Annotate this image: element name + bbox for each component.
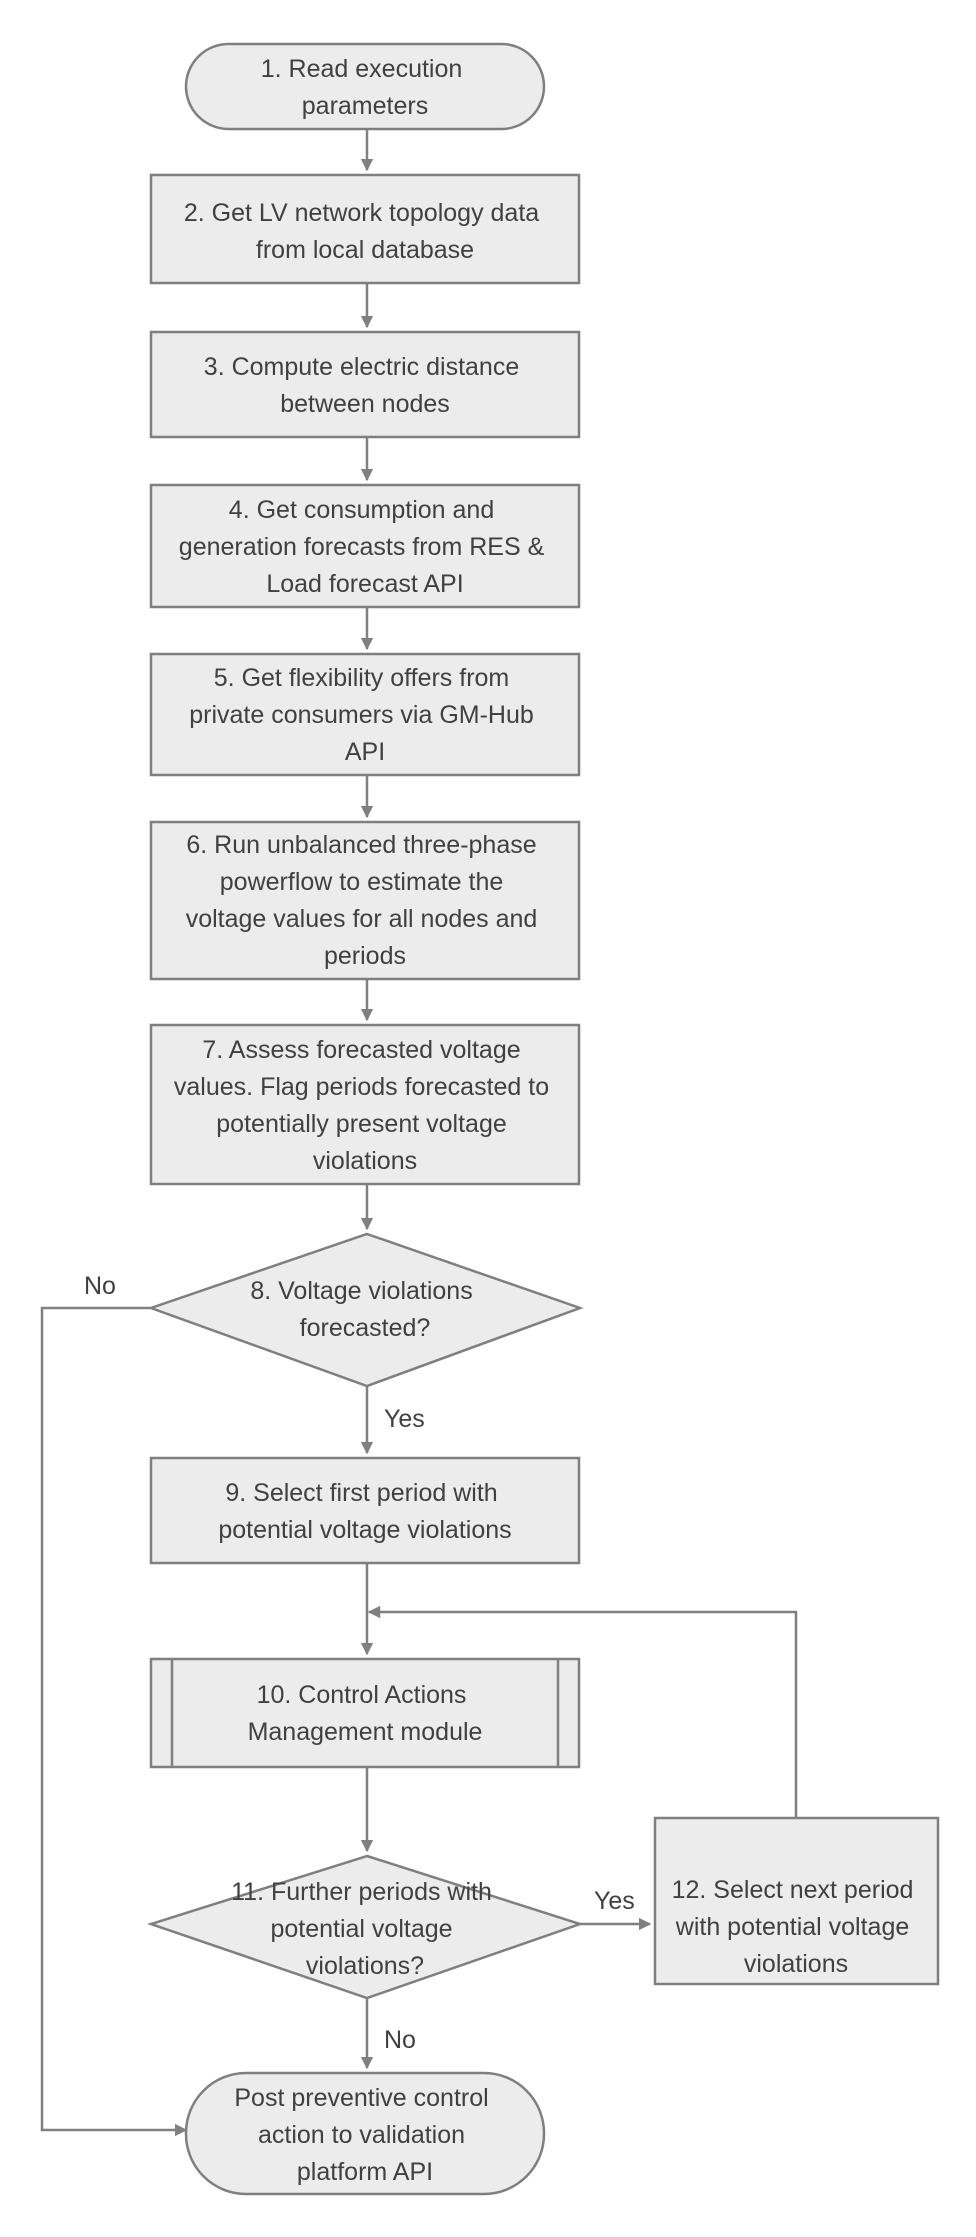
svg-text:10. Control Actions Mana: 10. Control Actions Management module xyxy=(248,1681,483,1746)
decision-8-violations-forecasted: 8. Voltage violations forecasted? xyxy=(147,1232,584,1388)
node-9-select-first-period: 9. Select first period with potential vo… xyxy=(149,1456,581,1565)
node-7-assess-voltage: 7. Assess forecasted voltage values. Fla… xyxy=(149,1023,581,1186)
label-d11-no: No xyxy=(384,2026,416,2054)
label-d8-yes: Yes xyxy=(384,1405,425,1433)
svg-text:8. Voltage violations fo: 8. Voltage violations forecasted? xyxy=(250,1277,479,1342)
node-12-select-next-period: 12. Select next period with potential vo… xyxy=(653,1816,940,1986)
svg-text:1. Read execution parame: 1. Read execution parameters xyxy=(261,55,469,120)
node-4-forecasts: 4. Get consumption and generation foreca… xyxy=(149,483,581,609)
svg-text:4. Get consumption and g: 4. Get consumption and generation foreca… xyxy=(179,496,551,598)
edges xyxy=(40,129,798,2137)
svg-text:12. Select next period w: 12. Select next period with potential vo… xyxy=(672,1876,921,1978)
node-3-electric-distance: 3. Compute electric distance between nod… xyxy=(149,330,581,439)
svg-text:7. Assess forecasted voltage: 7. Assess forecasted voltage values. Fla… xyxy=(174,1036,556,1175)
svg-text:5. Get flexibility offers from: 5. Get flexibility offers from private c… xyxy=(189,664,541,766)
edge-12-loop xyxy=(367,1605,798,1818)
svg-text:6. Run unbalanced three-phase: 6. Run unbalanced three-phase powerflow … xyxy=(186,831,545,970)
node-6-powerflow: 6. Run unbalanced three-phase powerflow … xyxy=(149,820,581,981)
svg-text:3. Compute electric distance: 3. Compute electric distance between nod… xyxy=(204,353,526,418)
node-13-post-control-action: Post preventive control action to valida… xyxy=(184,2071,546,2196)
label-d11-yes: Yes xyxy=(594,1887,635,1915)
svg-text:9. Select first period with: 9. Select first period with potential vo… xyxy=(218,1479,511,1544)
label-d8-no: No xyxy=(84,1272,116,1300)
node-2-get-topology: 2. Get LV network topology data from loc… xyxy=(149,173,581,285)
node-5-flexibility-offers: 5. Get flexibility offers from private c… xyxy=(149,652,581,777)
decision-11-further-periods: 11. Further periods with potential volta… xyxy=(146,1854,584,2000)
svg-text:11. Further periods with: 11. Further periods with potential volta… xyxy=(231,1878,499,1980)
node-10-control-actions-module: 10. Control Actions Management module xyxy=(149,1657,581,1769)
svg-text:2. Get LV network topology dat: 2. Get LV network topology data from loc… xyxy=(184,199,546,264)
edge-8-13-no xyxy=(40,1306,188,2137)
svg-text:Post preventive control: Post preventive control action to valida… xyxy=(234,2084,495,2186)
node-1-read-parameters: 1. Read execution parameters xyxy=(184,42,546,131)
